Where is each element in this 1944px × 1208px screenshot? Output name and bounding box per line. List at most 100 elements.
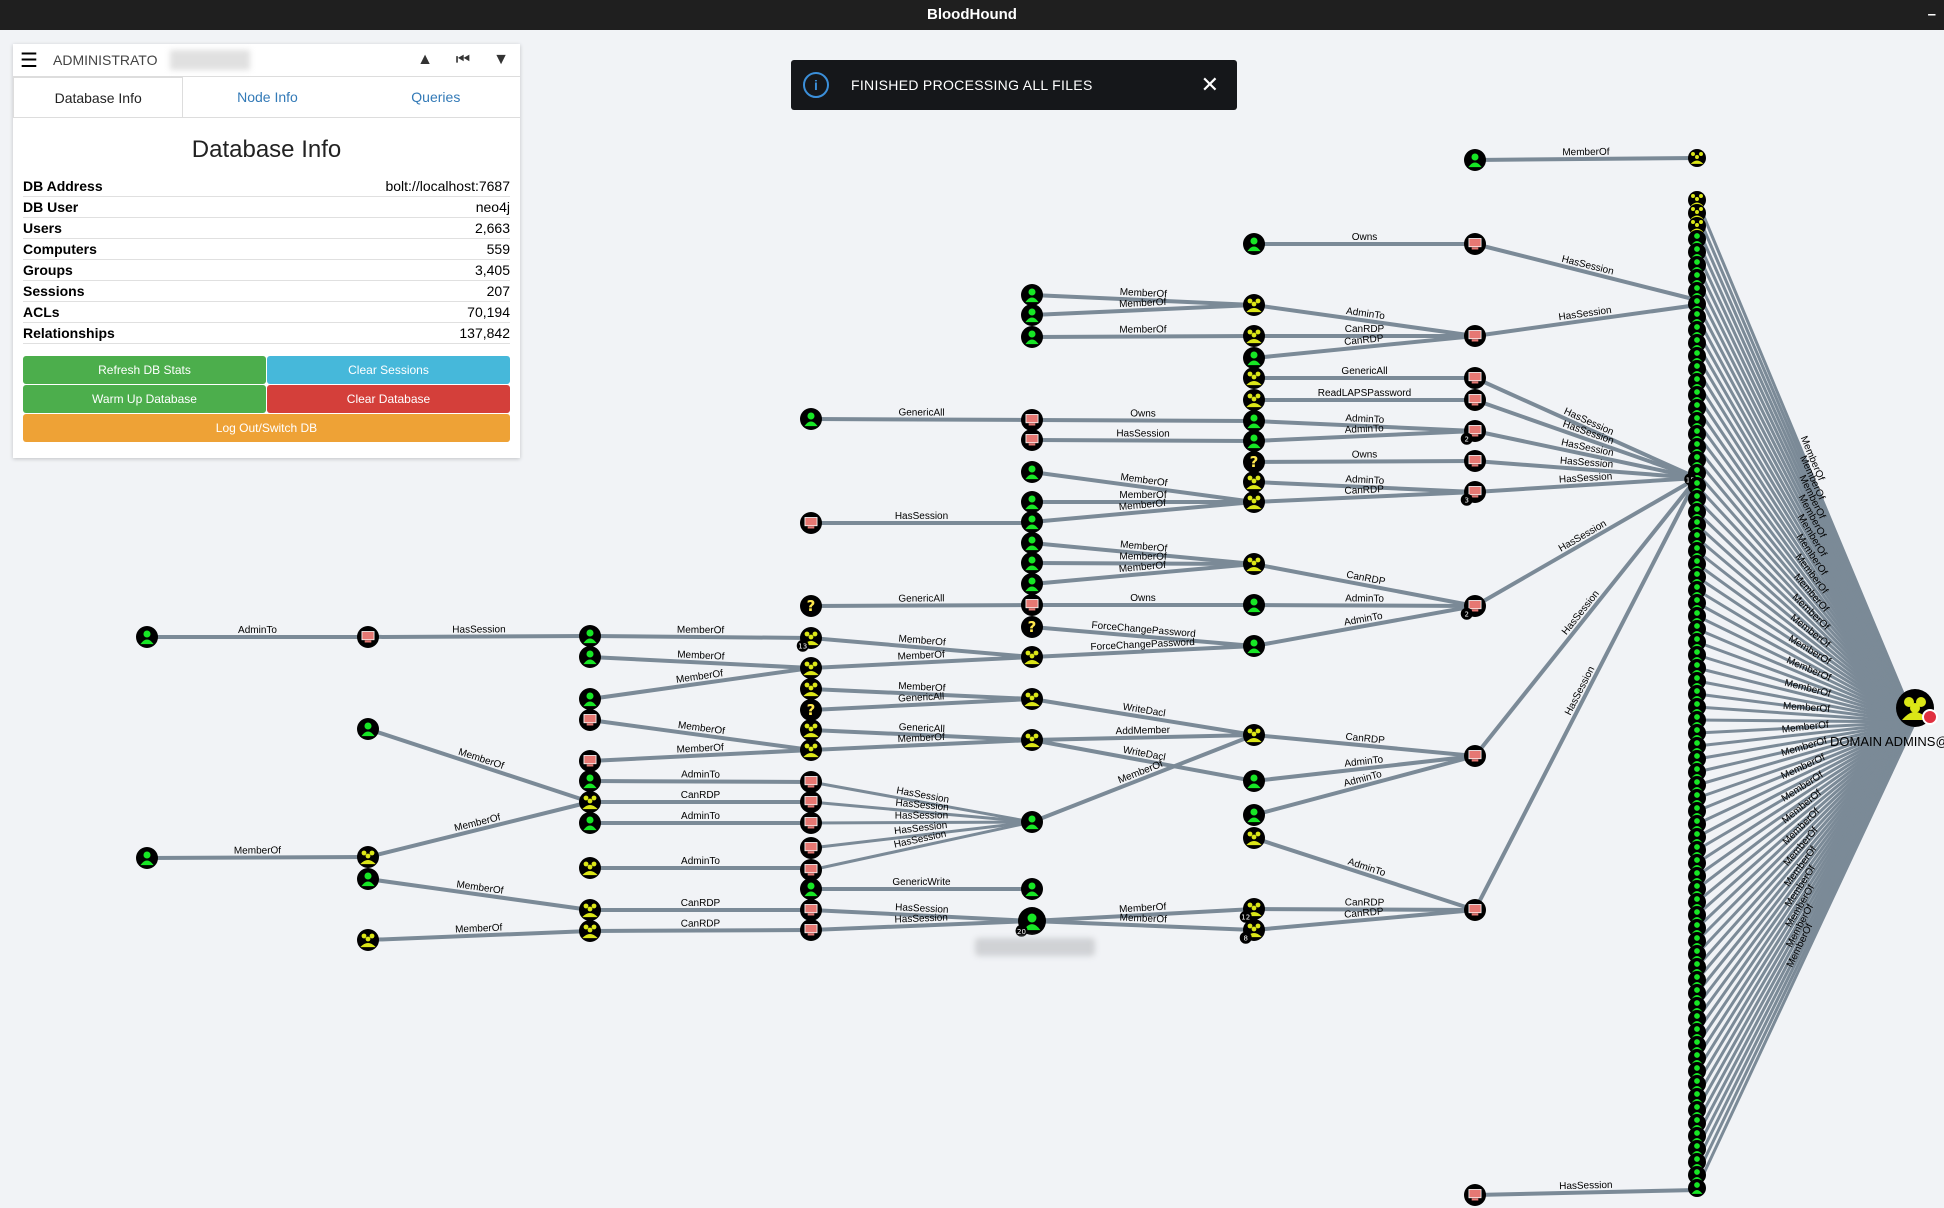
- pathfinding-icon[interactable]: ▲: [417, 51, 433, 68]
- user-node[interactable]: [1688, 321, 1706, 339]
- user-node[interactable]: [1243, 410, 1265, 432]
- computer-node[interactable]: [800, 512, 822, 534]
- graph-edge[interactable]: [1253, 429, 1476, 443]
- graph-edge[interactable]: [1696, 720, 1916, 891]
- tab-database-info[interactable]: Database Info: [13, 77, 184, 117]
- group-node[interactable]: 8: [1239, 919, 1265, 944]
- graph-edge[interactable]: [810, 697, 1033, 712]
- graph-edge[interactable]: [1696, 720, 1916, 852]
- graph-edge[interactable]: [1696, 601, 1916, 724]
- graph-edge[interactable]: [367, 634, 591, 639]
- graph-edge[interactable]: [589, 718, 812, 752]
- graph-edge[interactable]: [1696, 720, 1916, 865]
- user-node[interactable]: [800, 408, 822, 430]
- user-node[interactable]: [357, 718, 379, 740]
- graph-edge[interactable]: [1031, 625, 1255, 648]
- group-node[interactable]: [800, 657, 822, 679]
- graph-edge[interactable]: [1253, 562, 1476, 608]
- graph-edge[interactable]: [1473, 476, 1699, 758]
- user-node[interactable]: [1021, 552, 1043, 574]
- graph-edge[interactable]: [810, 780, 1033, 824]
- graph-edge[interactable]: [1696, 692, 1916, 724]
- user-node[interactable]: [1243, 770, 1265, 792]
- graph-edge[interactable]: [1253, 459, 1476, 464]
- group-node[interactable]: [579, 920, 601, 942]
- user-node[interactable]: [1021, 461, 1043, 483]
- graph-edge[interactable]: [1031, 733, 1255, 742]
- user-node[interactable]: [1243, 804, 1265, 826]
- user-node[interactable]: 20: [1015, 907, 1047, 937]
- logout-switch-db-button[interactable]: Log Out/Switch DB: [23, 414, 510, 442]
- user-node[interactable]: [1688, 633, 1706, 651]
- group-node[interactable]: [579, 857, 601, 879]
- group-node[interactable]: [1243, 553, 1265, 575]
- warm-up-database-button[interactable]: Warm Up Database: [23, 385, 266, 413]
- group-node[interactable]: [579, 899, 601, 921]
- graph-edge[interactable]: [1253, 907, 1476, 912]
- user-node[interactable]: [1688, 438, 1706, 456]
- group-node[interactable]: [1243, 325, 1265, 347]
- graph-edge[interactable]: [1253, 603, 1476, 608]
- clear-database-button[interactable]: Clear Database: [267, 385, 510, 413]
- graph-edge[interactable]: [1031, 907, 1255, 923]
- graph-edge[interactable]: [367, 800, 591, 859]
- graph-edge[interactable]: [589, 748, 812, 763]
- graph-edge[interactable]: [1474, 242, 1698, 302]
- user-node[interactable]: [1688, 295, 1706, 313]
- graph-edge[interactable]: [810, 417, 1033, 422]
- graph-edge[interactable]: [1474, 156, 1698, 162]
- group-node[interactable]: 13: [796, 627, 822, 652]
- computer-node[interactable]: [800, 919, 822, 941]
- group-node[interactable]: [1688, 149, 1706, 167]
- graph-edge[interactable]: [589, 779, 812, 784]
- group-node[interactable]: [1243, 827, 1265, 849]
- graph-edge[interactable]: [1696, 720, 1916, 917]
- user-node[interactable]: [1688, 841, 1706, 859]
- unknown-node[interactable]: ?: [1021, 616, 1043, 638]
- group-node[interactable]: [1021, 688, 1043, 710]
- unknown-node[interactable]: ?: [1243, 451, 1265, 473]
- graph-edge[interactable]: [1696, 720, 1916, 761]
- user-node[interactable]: [1688, 997, 1706, 1015]
- computer-node[interactable]: [357, 626, 379, 648]
- graph-edge[interactable]: [1695, 720, 1917, 930]
- graph-edge[interactable]: [1696, 575, 1916, 724]
- graph-edge[interactable]: [1253, 334, 1476, 360]
- graph-edge[interactable]: [1253, 419, 1476, 433]
- graph-edge[interactable]: [589, 928, 812, 933]
- group-node[interactable]: [1243, 491, 1265, 513]
- clear-sessions-button[interactable]: Clear Sessions: [267, 356, 510, 384]
- graph-edge[interactable]: [810, 800, 1033, 824]
- menu-icon[interactable]: ☰: [20, 49, 38, 72]
- computer-node[interactable]: [1464, 367, 1486, 389]
- computer-node[interactable]: [1021, 429, 1043, 451]
- user-node[interactable]: [1243, 594, 1265, 616]
- tab-queries[interactable]: Queries: [411, 89, 461, 105]
- graph-edge[interactable]: [1696, 666, 1916, 724]
- domain-admins-node[interactable]: [1896, 689, 1938, 727]
- group-node[interactable]: [357, 929, 379, 951]
- graph-edge[interactable]: [1253, 480, 1476, 494]
- graph-edge[interactable]: [1253, 836, 1476, 912]
- graph-edge[interactable]: [1474, 376, 1698, 480]
- computer-node[interactable]: [579, 709, 601, 731]
- group-node[interactable]: [357, 846, 379, 868]
- refresh-db-stats-button[interactable]: Refresh DB Stats: [23, 356, 266, 384]
- computer-node[interactable]: [800, 899, 822, 921]
- graph-edge[interactable]: [1031, 293, 1255, 307]
- computer-node[interactable]: [1464, 899, 1486, 921]
- graph-edge[interactable]: [1031, 541, 1255, 566]
- graph-edge[interactable]: [1474, 1188, 1698, 1197]
- graph-edge[interactable]: [589, 655, 812, 670]
- graph-edge[interactable]: [1696, 720, 1916, 748]
- computer-node[interactable]: [1464, 450, 1486, 472]
- graph-edge[interactable]: [1696, 627, 1916, 724]
- graph-edge[interactable]: [1474, 398, 1698, 480]
- tab-node-info[interactable]: Node Info: [237, 89, 298, 105]
- user-node[interactable]: [1021, 532, 1043, 554]
- graph-edge[interactable]: [1031, 562, 1255, 586]
- user-node[interactable]: [1688, 659, 1706, 677]
- graph-edge[interactable]: [1696, 720, 1916, 774]
- filter-icon[interactable]: ▼: [493, 51, 509, 68]
- graph-edge[interactable]: [1696, 640, 1916, 724]
